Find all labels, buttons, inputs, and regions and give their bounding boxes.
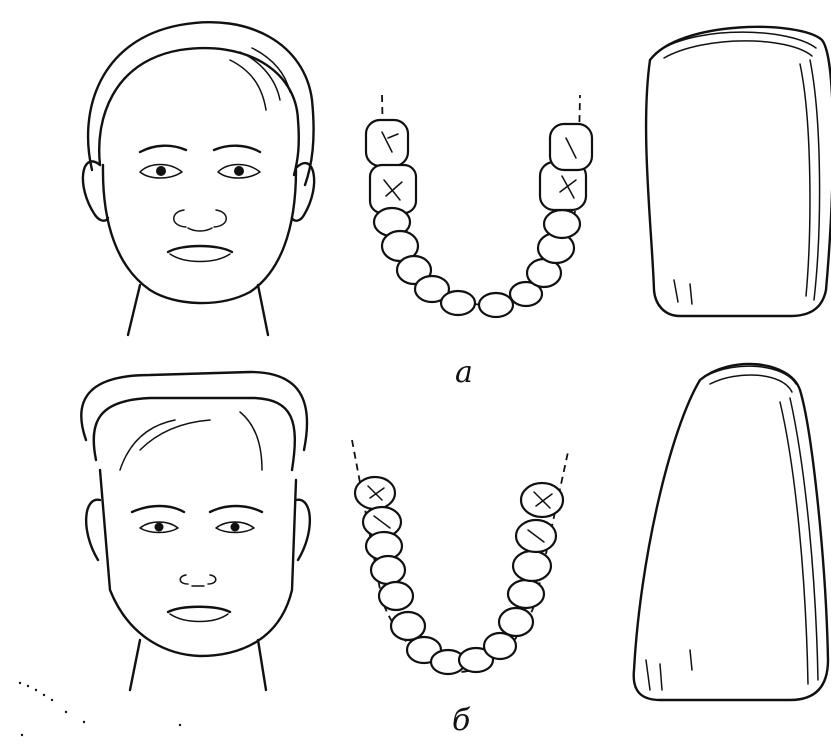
dental-arch-u-shape <box>366 95 592 317</box>
panel-a <box>83 22 831 335</box>
panel-a-label: а <box>455 355 473 390</box>
face-square-illustration <box>81 372 310 690</box>
dental-arch-v-shape <box>352 440 568 674</box>
face-rounded-illustration <box>83 22 314 335</box>
print-dots-decoration <box>19 682 181 736</box>
incisor-tapered <box>634 364 828 700</box>
incisor-square-rounded <box>646 27 831 316</box>
panel-b-label: б <box>452 703 471 738</box>
panel-b <box>81 364 828 700</box>
